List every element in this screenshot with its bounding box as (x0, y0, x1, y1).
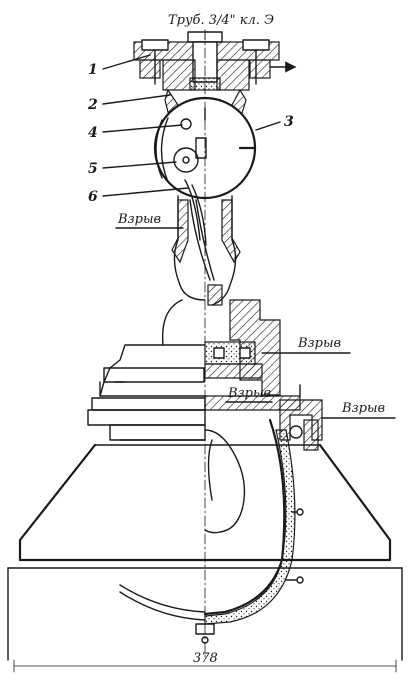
explosion-note-mid: Взрыв (261, 336, 351, 354)
column (171, 179, 241, 306)
callout-number-2: 2 (87, 97, 98, 113)
callout-4: 4 (88, 124, 183, 141)
top-flange (133, 29, 297, 91)
explosion-label-inner: Взрыв (227, 386, 271, 401)
body-section (204, 299, 323, 451)
callout-2: 2 (87, 94, 171, 113)
body-exterior (87, 299, 206, 441)
pipe-size-label: Труб. 3/4" кл. Э (168, 13, 274, 28)
callout-number-3: 3 (284, 114, 294, 130)
callout-6: 6 (88, 187, 189, 205)
explosion-label-left: Взрыв (117, 212, 161, 227)
callout-5: 5 (88, 161, 177, 177)
callout-1: 1 (88, 54, 151, 78)
callout-3: 3 (255, 114, 294, 131)
callout-number-1: 1 (88, 62, 98, 78)
glass-globe (119, 418, 304, 625)
explosion-note-left: Взрыв (115, 212, 184, 229)
explosion-note-inner: Взрыв (225, 386, 273, 403)
dimension-line: 378 (13, 651, 397, 673)
explosion-label-right: Взрыв (341, 401, 385, 416)
explosion-label-mid: Взрыв (297, 336, 341, 351)
callout-number-4: 4 (88, 125, 98, 141)
dimension-value: 378 (193, 651, 218, 666)
callout-number-5: 5 (88, 161, 98, 177)
callout-number-6: 6 (88, 189, 98, 205)
explosion-note-right: Взрыв (321, 401, 396, 419)
